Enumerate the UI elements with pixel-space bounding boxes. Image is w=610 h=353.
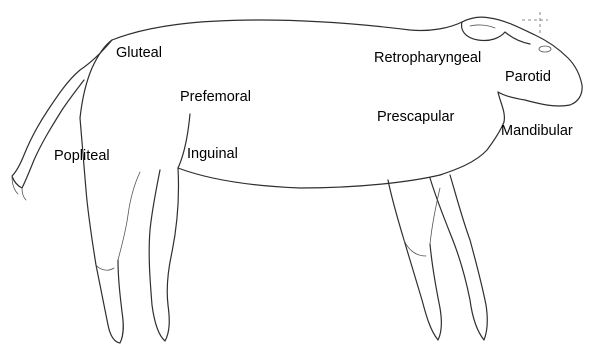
back-outline	[112, 20, 462, 40]
eye-outline	[539, 46, 551, 52]
label-popliteal: Popliteal	[54, 149, 110, 164]
ear-inner	[470, 25, 495, 28]
rump-outline	[80, 40, 112, 118]
foreleg-front	[430, 175, 487, 340]
horn-dashed-line	[522, 12, 548, 36]
hind-leg-front	[149, 168, 178, 341]
jaw-outline	[498, 92, 504, 122]
label-prescapular: Prescapular	[377, 110, 454, 125]
label-gluteal: Gluteal	[116, 46, 162, 61]
hind-leg-back	[96, 265, 114, 270]
throat-outline	[440, 122, 504, 175]
foreleg-detail	[404, 188, 440, 256]
label-mandibular: Mandibular	[501, 124, 573, 139]
hind-leg-inner	[118, 172, 140, 260]
label-inguinal: Inguinal	[187, 147, 238, 162]
foreleg-rear	[388, 180, 441, 340]
label-prefemoral: Prefemoral	[180, 90, 251, 105]
label-parotid: Parotid	[505, 70, 551, 85]
label-retropharyngeal: Retropharyngeal	[374, 51, 481, 66]
belly-outline	[178, 168, 440, 188]
tail-outline	[12, 40, 112, 188]
